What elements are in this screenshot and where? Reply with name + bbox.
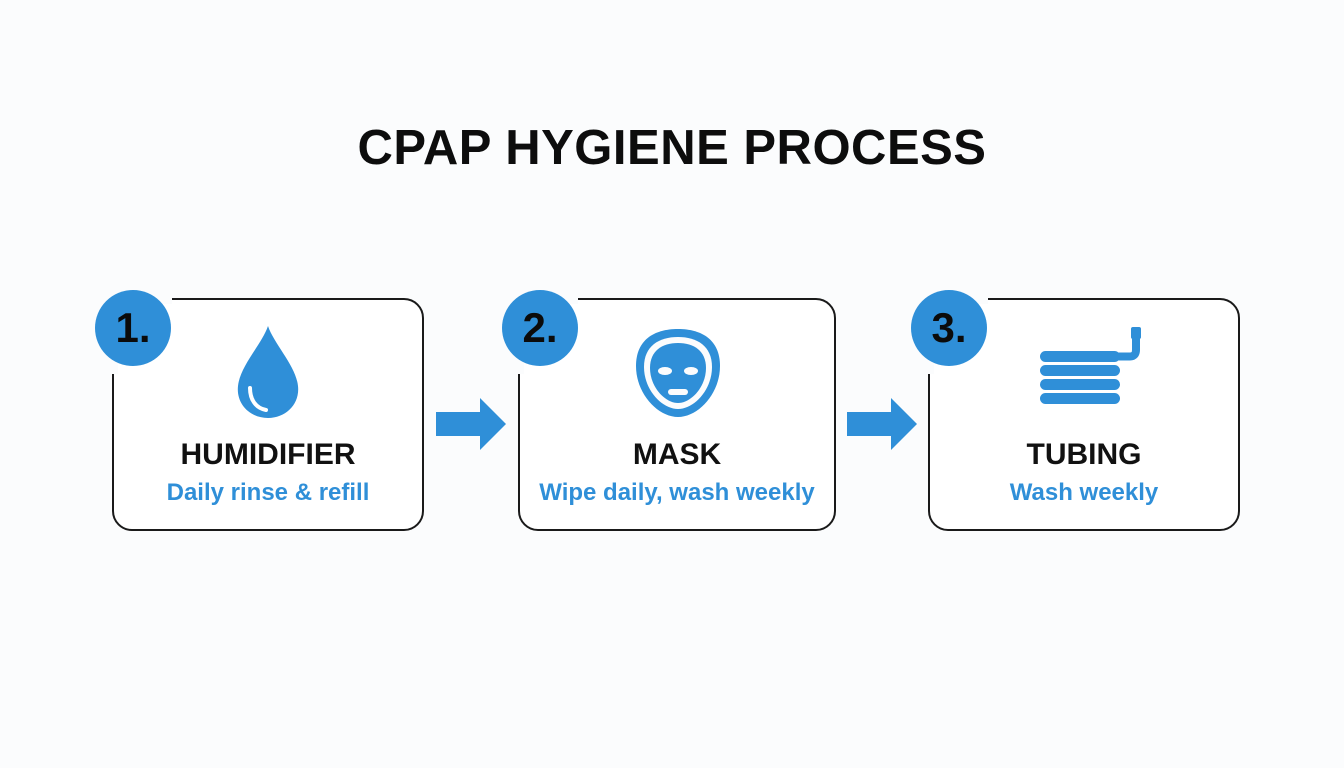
step-description: Wipe daily, wash weekly [539, 479, 815, 506]
page-title: CPAP HYGIENE PROCESS [357, 121, 987, 175]
step-number-badge: 2. [502, 290, 578, 366]
step-number-badge: 1. [95, 290, 171, 366]
step-label: TUBING [1026, 438, 1142, 471]
face-mask-icon [636, 329, 720, 417]
step-description: Daily rinse & refill [166, 479, 370, 506]
coiled-tubing-icon [1040, 327, 1141, 404]
water-drop-icon [237, 326, 299, 418]
step-number-badge: 3. [911, 290, 987, 366]
arrow-right-icon [847, 398, 917, 450]
step-card-tubing: TUBING Wash weekly [928, 298, 1240, 531]
arrow-right-icon [436, 398, 506, 450]
step-label: HUMIDIFIER [180, 438, 356, 471]
step-label: MASK [632, 438, 722, 471]
step-description: Wash weekly [1009, 479, 1159, 506]
